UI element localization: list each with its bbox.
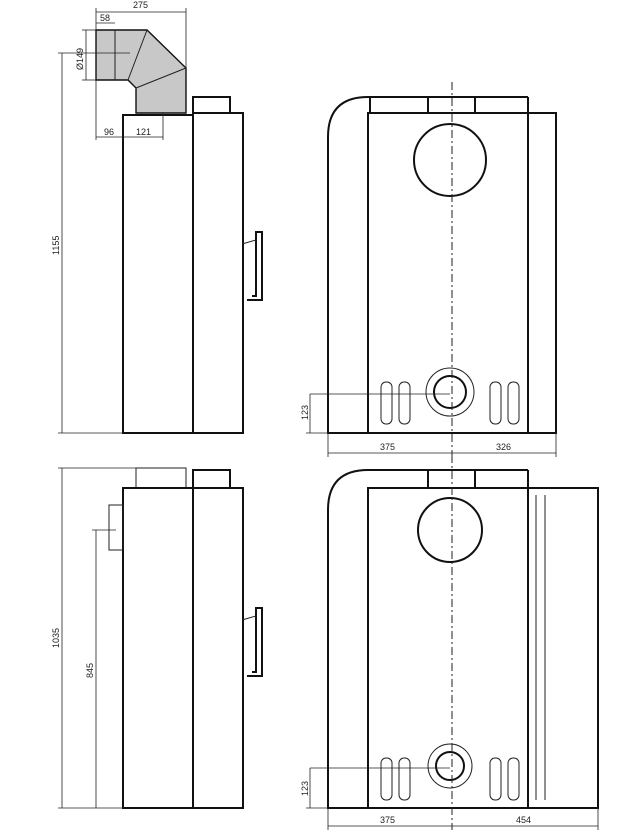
dim-1155: 1155 — [51, 236, 61, 255]
rounded-shell — [327, 469, 598, 809]
dim-845: 845 — [85, 663, 95, 678]
stove-body-side — [122, 114, 194, 434]
air-inlet — [425, 367, 475, 417]
side-view-with-elbow-pipe: 275 58 Ø149 1155 96 121 — [51, 0, 263, 434]
dim-454: 454 — [516, 815, 531, 825]
stove-body-front — [367, 487, 529, 809]
side-panel — [527, 487, 599, 809]
dim-375: 375 — [380, 442, 395, 452]
dim-375: 375 — [380, 815, 395, 825]
dim-326: 326 — [496, 442, 511, 452]
side-panel — [527, 112, 557, 434]
dim-58: 58 — [100, 13, 110, 23]
top-cap — [427, 96, 476, 114]
dim-96: 96 — [104, 127, 114, 137]
dim-123: 123 — [300, 405, 310, 420]
front-view-top: 123 375 326 — [300, 82, 557, 457]
flue-outlet-circle — [417, 497, 483, 563]
dim-275: 275 — [133, 0, 148, 10]
dim-1035: 1035 — [51, 628, 61, 648]
air-inlet — [427, 743, 473, 789]
side-view-rear-outlet: 1035 845 — [51, 467, 263, 809]
door-handle — [247, 231, 263, 301]
dim-diameter-149: Ø149 — [75, 48, 85, 70]
flue-outlet-circle — [413, 123, 487, 197]
stove-panel-side — [192, 487, 244, 809]
flue-elbow-pipe — [95, 29, 187, 114]
dim-123: 123 — [300, 781, 310, 796]
top-cap — [192, 469, 231, 489]
door-handle — [247, 607, 263, 677]
top-cap — [192, 96, 231, 114]
dim-121: 121 — [136, 127, 151, 137]
stove-body-side — [122, 487, 194, 809]
stove-panel-side — [192, 112, 244, 434]
top-outlet — [135, 467, 187, 489]
rear-outlet — [108, 504, 124, 551]
rounded-shell — [327, 96, 556, 434]
front-view-bottom: 123 375 454 — [300, 455, 599, 830]
